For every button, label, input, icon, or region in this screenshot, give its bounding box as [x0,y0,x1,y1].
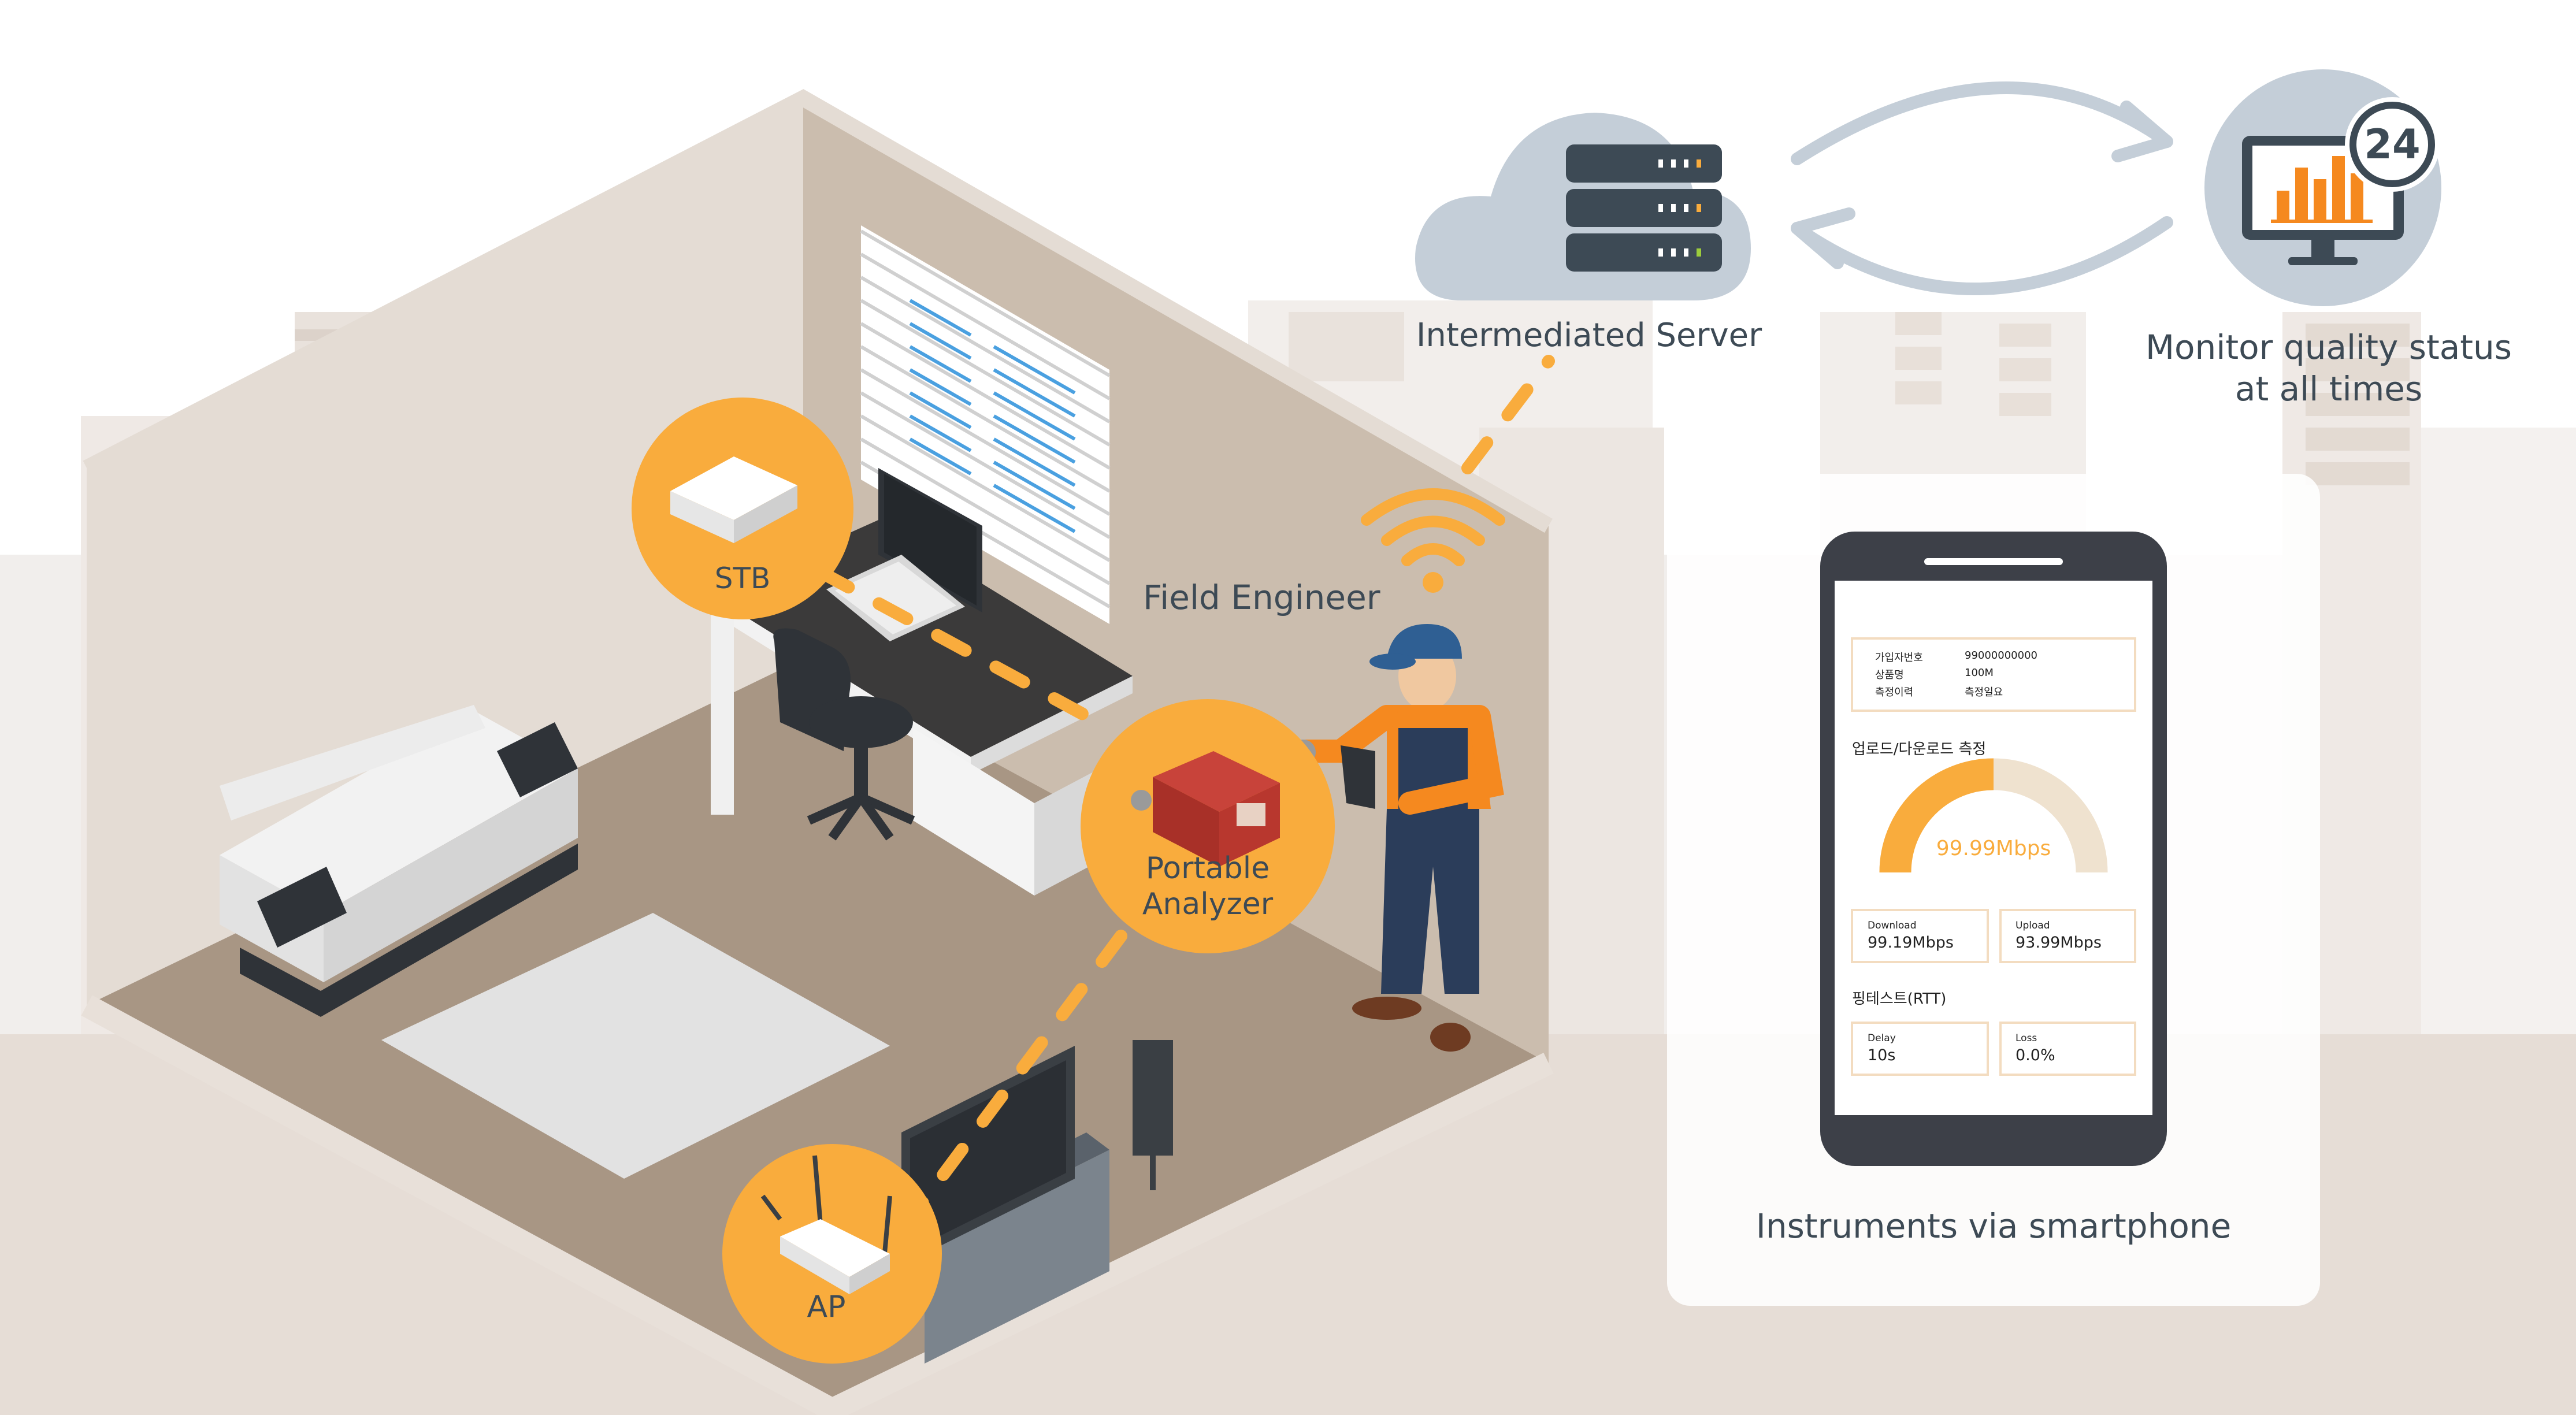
stb-label: STB [714,562,771,595]
sofa [220,705,578,1017]
wifi-server-link [1461,355,1555,474]
speed-section-title: 업로드/다운로드 측정 [1852,741,1987,758]
monitor-label-line2: at all times [2234,369,2423,408]
analyzer-label-line1: Portable [1145,851,1270,886]
loss-box [1999,1022,2136,1076]
field-engineer-figure [1290,624,1504,1052]
stb-bubble [632,398,853,619]
download-label: Download [1868,920,1917,931]
ap-label: AP [807,1290,846,1324]
upload-value: 93.99Mbps [2015,934,2102,952]
delay-box [1851,1022,1989,1076]
ping-section-title: 핑테스트(RTT) [1852,990,1947,1008]
download-box [1851,909,1989,963]
info-key-2: 상품명 [1875,669,1904,681]
ap-bubble [722,1144,942,1364]
gauge-fill [1879,758,1994,873]
monitor-label-line1: Monitor quality status [2146,328,2512,367]
analyzer-ap-link [912,930,1127,1214]
connection-lines [814,355,1555,1214]
monitor-badge-text: 24 [2364,121,2420,168]
stb-analyzer-link [814,566,1104,729]
analyzer-bubble [1081,699,1335,953]
computer [826,468,982,641]
analyzer-label: Portable Analyzer [1104,851,1312,922]
tv-unit [901,1040,1173,1364]
server-label: Intermediated Server [1416,317,1762,354]
server-icon [1566,144,1722,272]
info-value-1: 99000000000 [1965,649,2037,662]
field-engineer-label: Field Engineer [1143,578,1380,617]
sync-arrows [1791,81,2173,295]
monitor-24-icon: 24 [2204,69,2441,306]
upload-label: Upload [2015,920,2050,931]
office-chair [773,628,915,841]
info-key-3: 측정이력 [1875,686,1914,699]
phone-info-box [1851,637,2136,712]
loss-value: 0.0% [2015,1046,2055,1064]
download-value: 99.19Mbps [1868,934,1954,952]
info-value-2: 100M [1965,667,1994,679]
wifi-icon [1361,488,1505,593]
analyzer-label-line2: Analyzer [1142,887,1274,922]
smartphone [1820,532,2167,1166]
delay-value: 10s [1868,1046,1896,1064]
gauge-value: 99.99Mbps [1936,837,2051,860]
smartphone-label: Instruments via smartphone [1755,1206,2232,1246]
monitor-label: Monitor quality status at all times [2092,326,2566,410]
info-key-1: 가입자번호 [1875,652,1923,664]
upload-box [1999,909,2136,963]
loss-label: Loss [2015,1033,2037,1044]
info-value-3: 측정일요 [1965,686,2003,699]
delay-label: Delay [1868,1033,1896,1044]
